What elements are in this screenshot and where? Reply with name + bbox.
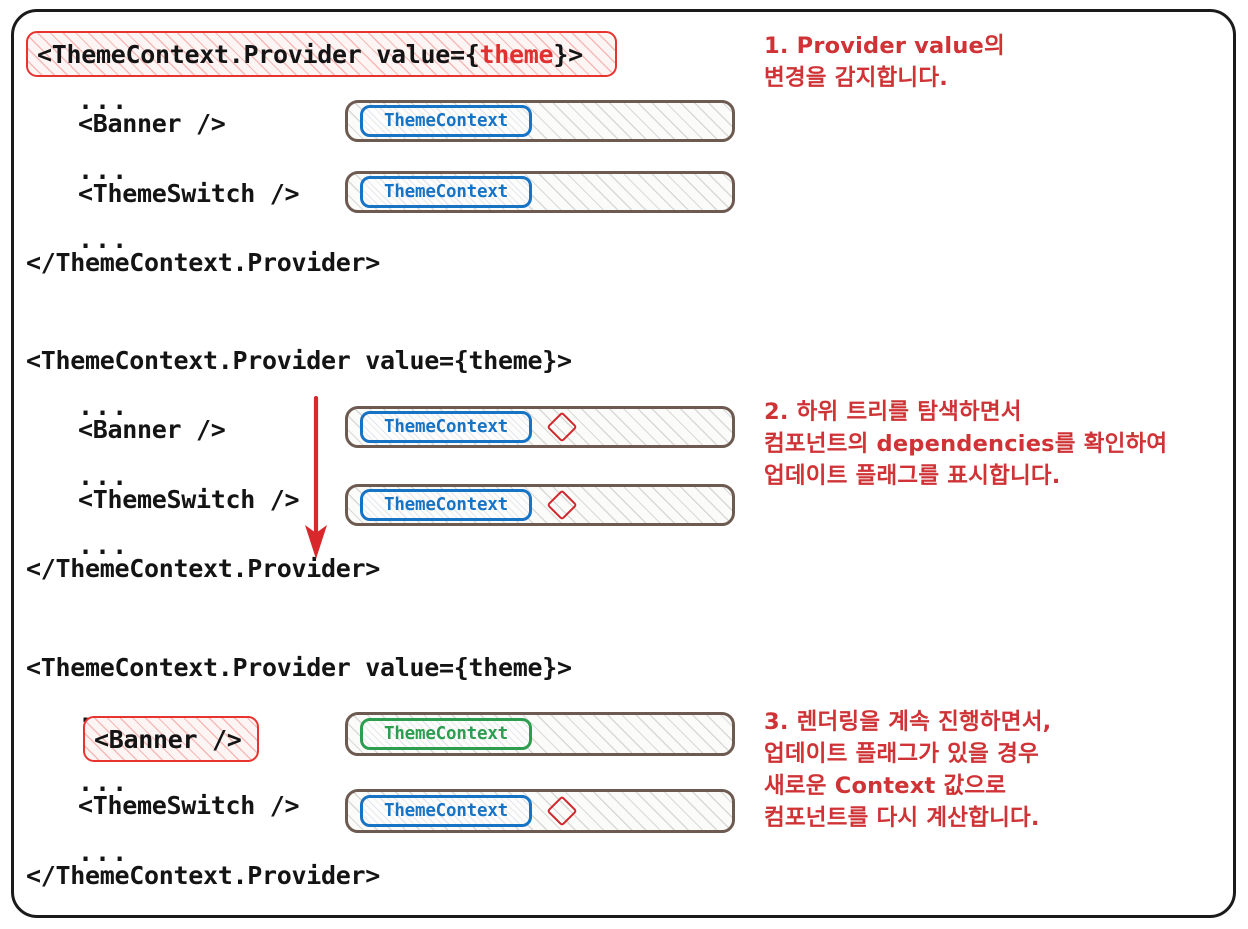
provider-value-token: theme bbox=[479, 40, 554, 69]
ellipsis-line: ... bbox=[78, 531, 130, 560]
provider-open-prefix: <ThemeContext.Provider value={ bbox=[37, 40, 480, 69]
context-pill-themecontext: ThemeContext bbox=[360, 795, 532, 827]
ellipsis-line: ... bbox=[78, 462, 130, 491]
provider-open-line-2: <ThemeContext.Provider value={theme}> bbox=[26, 346, 572, 375]
ellipsis-line: ... bbox=[78, 838, 130, 867]
provider-close-line-3: </ThemeContext.Provider> bbox=[26, 861, 381, 890]
context-pill-themecontext: ThemeContext bbox=[360, 105, 532, 137]
context-pill-themecontext: ThemeContext bbox=[360, 489, 532, 521]
annotation-step-2: 2. 하위 트리를 탐색하면서 컴포넌트의 dependencies를 확인하여… bbox=[764, 399, 1168, 489]
annotation-step-1: 1. Provider value의 변경을 감지합니다. bbox=[764, 33, 1005, 91]
component-themeswitch-1: <ThemeSwitch /> bbox=[78, 179, 300, 208]
component-themeswitch-2: <ThemeSwitch /> bbox=[78, 485, 300, 514]
context-pill-themecontext: ThemeContext bbox=[360, 718, 532, 750]
provider-open-suffix: }> bbox=[553, 40, 583, 69]
ellipsis-line: ... bbox=[78, 768, 130, 797]
provider-open-highlight-1 bbox=[26, 31, 617, 77]
component-banner-1: <Banner /> bbox=[78, 109, 226, 138]
ellipsis-line: ... bbox=[78, 86, 130, 115]
ellipsis-line: ... bbox=[78, 156, 130, 185]
provider-open-line-3: <ThemeContext.Provider value={theme}> bbox=[26, 653, 572, 682]
component-banner-3: <Banner /> bbox=[94, 725, 242, 754]
provider-close-line-2: </ThemeContext.Provider> bbox=[26, 554, 381, 583]
context-pill-themecontext: ThemeContext bbox=[360, 176, 532, 208]
component-banner-2: <Banner /> bbox=[78, 415, 226, 444]
banner-component-highlight-3 bbox=[83, 716, 259, 762]
component-themeswitch-3: <ThemeSwitch /> bbox=[78, 791, 300, 820]
ellipsis-line: ... bbox=[78, 225, 130, 254]
provider-open-line-1: <ThemeContext.Provider value={theme}> bbox=[37, 42, 583, 67]
context-pill-themecontext: ThemeContext bbox=[360, 411, 532, 443]
traversal-down-arrow bbox=[305, 396, 327, 559]
annotation-step-3: 3. 렌더링을 계속 진행하면서, 업데이트 플래그가 있을 경우 새로운 Co… bbox=[764, 709, 1052, 831]
ellipsis-line: ... bbox=[78, 392, 130, 421]
provider-close-line-1: </ThemeContext.Provider> bbox=[26, 248, 381, 277]
